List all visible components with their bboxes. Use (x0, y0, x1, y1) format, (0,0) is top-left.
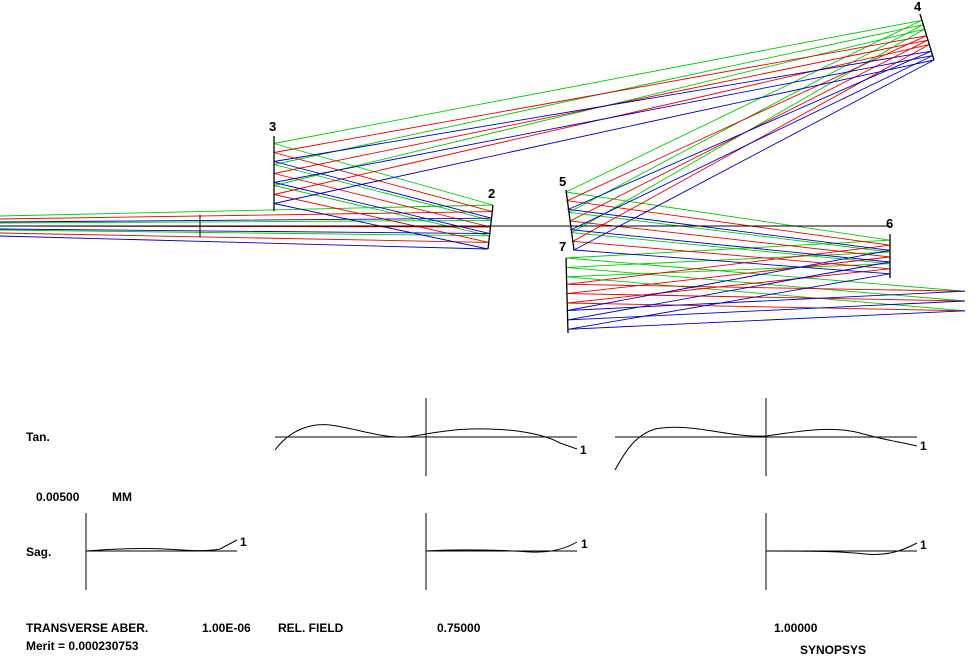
surface-2 (487, 204, 494, 250)
curve-label-sag-0: 1 (240, 535, 247, 549)
footer-title: TRANSVERSE ABER. (26, 621, 148, 635)
scale-unit: MM (112, 490, 132, 504)
footer-field-2: 1.00000 (774, 621, 818, 635)
ray-blue-2 (0, 59, 966, 330)
ray-traces (0, 19, 966, 330)
surface-label-6: 6 (886, 216, 893, 231)
sag-curve-field-0 (85, 539, 238, 552)
ray-blue-1 (0, 55, 966, 321)
surface-5 (565, 189, 575, 251)
footer-brand: SYNOPSYS (800, 643, 866, 656)
footer-merit: Merit = 0.000230753 (26, 639, 139, 653)
footer-field-1: 0.75000 (437, 621, 481, 635)
tan-curve-field-1 (274, 424, 578, 451)
tan-label: Tan. (26, 430, 50, 444)
scale-value: 0.00500 (36, 490, 80, 504)
curve-label-tan-2: 1 (920, 439, 927, 453)
surface-label-2: 2 (488, 186, 495, 201)
surface-7 (565, 257, 569, 334)
ray-red-0 (0, 35, 966, 292)
ray-green-1 (0, 24, 966, 302)
curve-label-sag-1: 1 (581, 537, 588, 551)
curve-label-tan-1: 1 (580, 443, 587, 457)
sag-label: Sag. (26, 545, 51, 559)
surface-4 (919, 13, 935, 61)
sag-curve-field-1 (425, 541, 578, 553)
surface-label-5: 5 (559, 174, 566, 189)
surface-label-3: 3 (269, 119, 276, 134)
ray-green-0 (0, 19, 966, 292)
sag-curve-field-2 (765, 542, 918, 555)
ray-blue-0 (0, 50, 966, 311)
curve-label-sag-2: 1 (920, 538, 927, 552)
footer-wavelength: 1.00E-06 (202, 621, 251, 635)
surface-label-7: 7 (559, 239, 566, 254)
aberration-axes (85, 398, 917, 590)
surface-label-4: 4 (914, 0, 922, 14)
tan-curve-field-2 (614, 426, 918, 471)
footer-rel-field-label: REL. FIELD (278, 621, 344, 635)
